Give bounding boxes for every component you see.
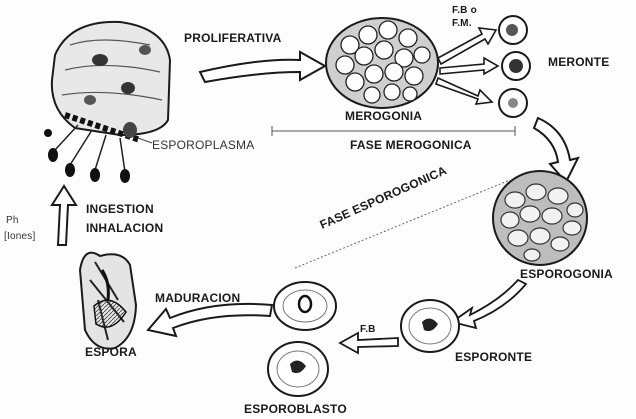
arrow-proliferativa <box>200 52 325 82</box>
label-merogonia: MEROGONIA <box>345 110 422 122</box>
label-esporonte: ESPORONTE <box>455 351 532 363</box>
arrow-to-esporonte <box>452 280 526 328</box>
label-proliferativa: PROLIFERATIVA <box>184 32 282 44</box>
arrow-ingestion <box>52 186 76 245</box>
label-ph: Ph <box>6 216 19 226</box>
esporoblasto-cells <box>268 282 336 396</box>
meronte-cells <box>499 16 530 117</box>
label-maduracion: MADURACION <box>155 292 240 304</box>
label-fm: F.M. <box>452 19 472 29</box>
label-meronte: MERONTE <box>548 56 609 68</box>
label-fb: F.B <box>360 325 376 335</box>
label-espora: ESPORA <box>85 346 137 358</box>
label-fase-merogonica: FASE MEROGONICA <box>350 139 472 151</box>
arrow-maduracion <box>148 304 272 336</box>
esporonte-cell <box>401 300 459 352</box>
espora-illustration <box>80 253 136 349</box>
label-iones: [Iones] <box>4 232 35 242</box>
label-esporoplasma: ESPOROPLASMA <box>152 139 254 151</box>
merogonia-cluster <box>326 18 438 108</box>
label-esporoblasto: ESPOROBLASTO <box>244 403 347 415</box>
label-ingestion: INGESTION <box>86 203 154 215</box>
host-cell-illustration <box>44 22 170 183</box>
label-inhalacion: INHALACION <box>86 222 163 234</box>
esporogonia-cluster <box>493 171 587 265</box>
arrows-to-meronte <box>436 28 498 104</box>
arrow-fb <box>340 333 398 353</box>
label-esporogonia: ESPOROGONIA <box>520 268 613 280</box>
label-fb-o: F.B o <box>452 6 477 16</box>
